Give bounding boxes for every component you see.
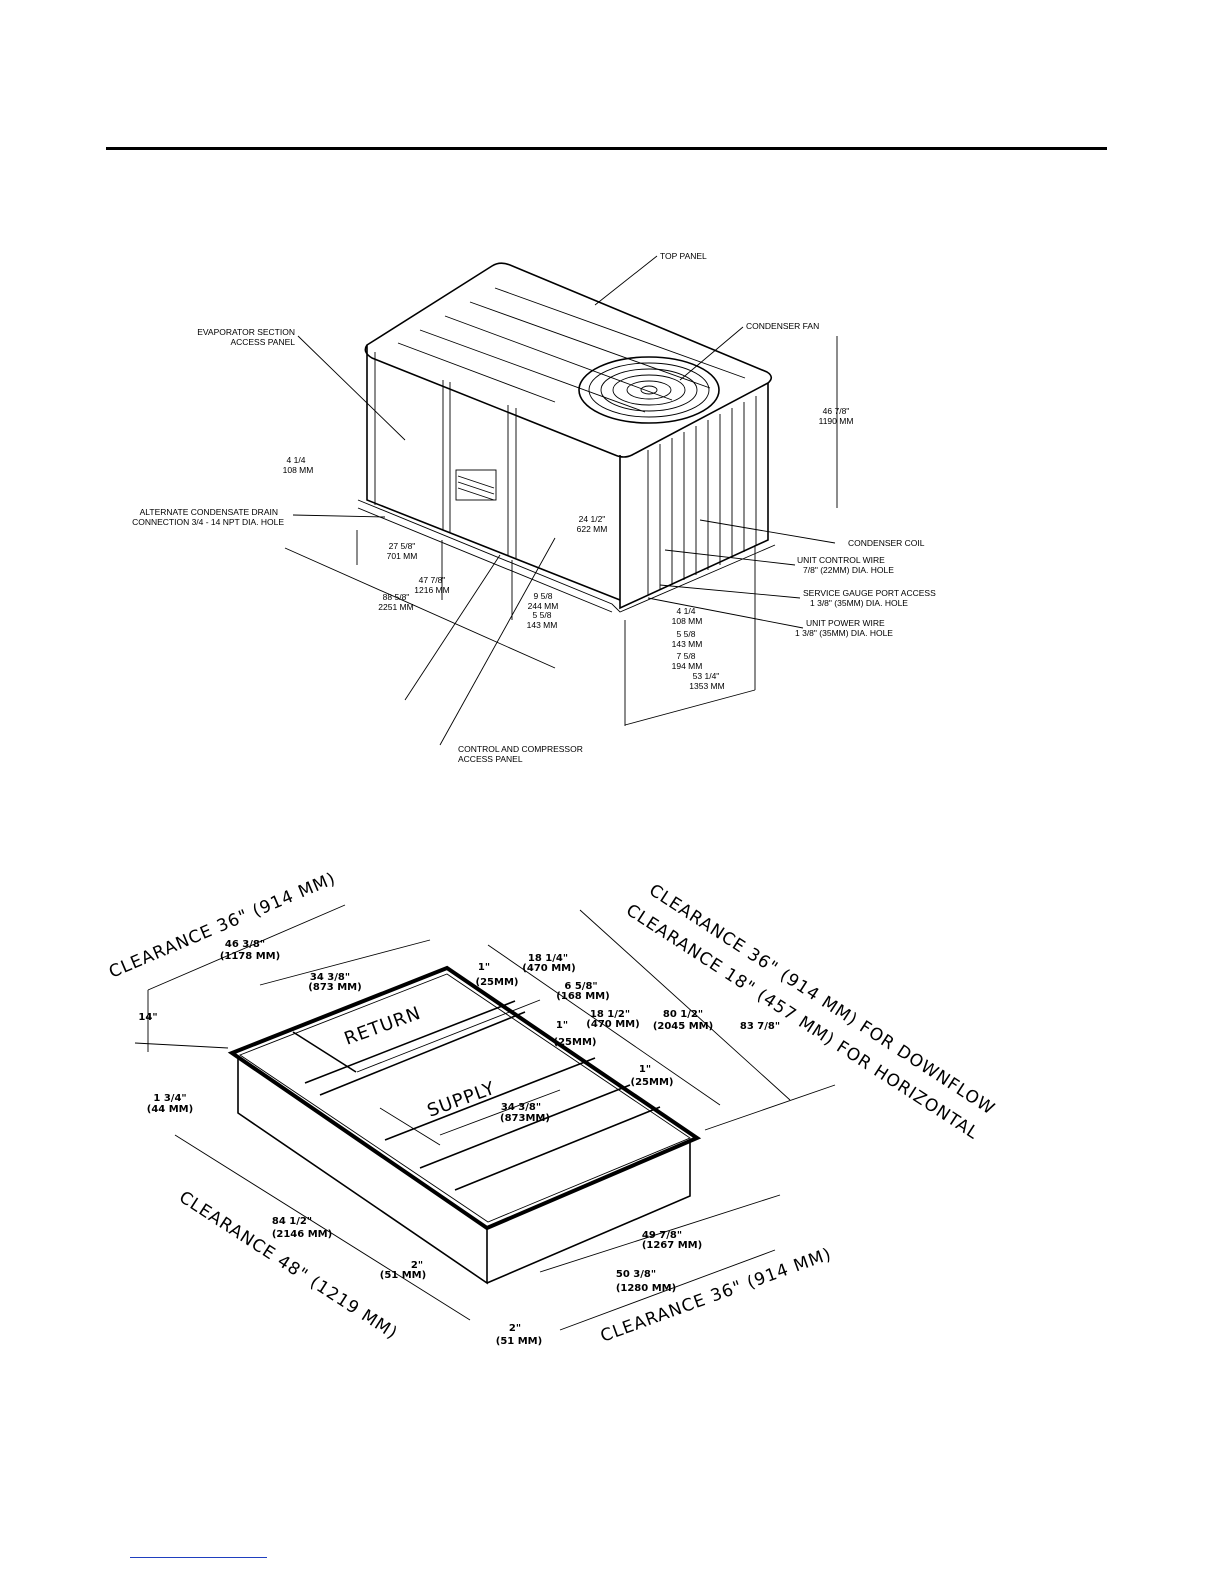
label-top-panel: TOP PANEL: [660, 251, 707, 261]
label-evap-2: ACCESS PANEL: [230, 337, 295, 347]
dim-5a-mm: 143 MM: [527, 620, 558, 630]
curb-1a-in: 1": [478, 962, 490, 973]
curb-dim-lines: [134, 904, 836, 1331]
label-gauge-1: SERVICE GAUGE PORT ACCESS: [803, 588, 936, 598]
dim-47-mm: 1216 MM: [414, 585, 449, 595]
condenser-fan-grille: [578, 356, 720, 424]
front-face-edge: [366, 345, 621, 601]
curb-34a-in: 34 3/8": [310, 972, 350, 983]
label-condenser-fan: CONDENSER FAN: [746, 321, 819, 331]
curb-18-12-in: 18 1/2": [590, 1009, 630, 1020]
curb-46-in: 46 3/8": [225, 939, 265, 950]
curb-34b-in: 34 3/8": [501, 1102, 541, 1113]
curb-1b-in: 1": [556, 1020, 568, 1031]
curb-49-in: 49 7/8": [642, 1230, 682, 1241]
curb-80-in: 80 1/2": [663, 1009, 703, 1020]
curb-46-mm: (1178 MM): [220, 951, 280, 962]
curb-1b-mm: (25MM): [554, 1037, 597, 1048]
right-face-edge: [619, 383, 769, 610]
label-alt-drain-1: ALTERNATE CONDENSATE DRAIN: [140, 507, 278, 517]
front-louvers: [455, 469, 497, 501]
leader-lines: [284, 255, 838, 746]
curb-1a-mm: (25MM): [476, 977, 519, 988]
curb-cross-members: [292, 999, 661, 1191]
curb-2b-in: 2": [509, 1323, 521, 1334]
dim-27-in: 27 5/8": [389, 541, 416, 551]
label-alt-drain-2: CONNECTION 3/4 - 14 NPT DIA. HOLE: [132, 517, 284, 527]
curb-83: 83 7/8": [740, 1021, 780, 1032]
dim-24-mm: 622 MM: [577, 524, 608, 534]
dim-height-in: 46 7/8": [823, 406, 850, 416]
dim-4b-in: 4 1/4: [677, 606, 696, 616]
curb-34a-mm: (873 MM): [308, 982, 361, 993]
label-gauge-2: 1 3/8" (35MM) DIA. HOLE: [810, 598, 908, 608]
clearance-right-downflow: CLEARANCE 36" (914 MM) FOR DOWNFLOW: [645, 880, 998, 1119]
curb-50-in: 50 3/8": [616, 1269, 656, 1280]
label-evap-1: EVAPORATOR SECTION: [197, 327, 295, 337]
curb-50-mm: (1280 MM): [616, 1283, 676, 1294]
dim-27-mm: 701 MM: [387, 551, 418, 561]
clearance-left-top: CLEARANCE 36" (914 MM): [106, 869, 339, 983]
dim-5b-mm: 143 MM: [672, 639, 703, 649]
curb-1c-in: 1": [639, 1064, 651, 1075]
curb-18-14-mm: (470 MM): [522, 963, 575, 974]
curb-front-wall: [486, 1140, 691, 1284]
unit-isometric-drawing: TOP PANEL CONDENSER FAN EVAPORATOR SECTI…: [132, 251, 936, 764]
curb-14: 14": [138, 1012, 157, 1023]
top-panel-ribs: [397, 287, 746, 413]
dim-7-mm: 194 MM: [672, 661, 703, 671]
curb-1-34-in: 1 3/4": [153, 1093, 186, 1104]
dim-base-in: 4 1/4: [287, 455, 306, 465]
label-control-panel-1: CONTROL AND COMPRESSOR: [458, 744, 583, 754]
dim-88-in: 88 5/8": [383, 592, 410, 602]
dim-5b-in: 5 5/8: [677, 629, 696, 639]
clearance-left-bottom: CLEARANCE 48" (1219 MM): [175, 1187, 401, 1343]
clearance-bottom-right: CLEARANCE 36" (914 MM): [598, 1244, 835, 1346]
base-rail-lower: [357, 507, 613, 613]
dim-47-in: 47 7/8": [419, 575, 446, 585]
label-control-wire-1: UNIT CONTROL WIRE: [797, 555, 885, 565]
top-panel-outline: [364, 262, 773, 458]
curb-1-34-mm: (44 MM): [147, 1104, 193, 1115]
curb-1c-mm: (25MM): [631, 1077, 674, 1088]
curb-18-14-in: 18 1/4": [528, 953, 568, 964]
label-supply: SUPPLY: [425, 1078, 499, 1122]
dim-7-in: 7 5/8: [677, 651, 696, 661]
header-rule: [106, 147, 1107, 150]
label-control-wire-2: 7/8" (22MM) DIA. HOLE: [803, 565, 894, 575]
label-condenser-coil: CONDENSER COIL: [848, 538, 925, 548]
label-return: RETURN: [342, 1003, 424, 1050]
dim-9-mm: 244 MM: [528, 601, 559, 611]
curb-49-mm: (1267 MM): [642, 1240, 702, 1251]
condenser-coil-fins: [647, 396, 757, 595]
curb-84-in: 84 1/2": [272, 1216, 312, 1227]
curb-84-mm: (2146 MM): [272, 1229, 332, 1240]
dim-53-mm: 1353 MM: [689, 681, 724, 691]
dim-height-mm: 1190 MM: [819, 416, 854, 426]
dim-5a-in: 5 5/8: [533, 610, 552, 620]
dim-53-in: 53 1/4": [693, 671, 720, 681]
label-power-2: 1 3/8" (35MM) DIA. HOLE: [795, 628, 893, 638]
dim-9-in: 9 5/8: [534, 591, 553, 601]
dim-24-in: 24 1/2": [579, 514, 606, 524]
curb-2a-in: 2": [411, 1260, 423, 1271]
base-rail: [357, 499, 776, 613]
curb-80-mm: (2045 MM): [653, 1021, 713, 1032]
label-power-1: UNIT POWER WIRE: [806, 618, 885, 628]
dim-88-mm: 2251 MM: [378, 602, 413, 612]
curb-2a-mm: (51 MM): [380, 1270, 426, 1281]
curb-2b-mm: (51 MM): [496, 1336, 542, 1347]
roof-curb-drawing: CLEARANCE 36" (914 MM) CLEARANCE 36" (91…: [106, 869, 998, 1347]
curb-18-12-mm: (470 MM): [586, 1019, 639, 1030]
dim-4b-mm: 108 MM: [672, 616, 703, 626]
curb-left-wall: [237, 1058, 488, 1285]
curb-top-frame: [227, 965, 702, 1231]
curb-34b-mm: (873MM): [500, 1113, 550, 1124]
footer-link-underline[interactable]: [130, 1557, 267, 1558]
curb-6-in: 6 5/8": [564, 981, 597, 992]
label-control-panel-2: ACCESS PANEL: [458, 754, 523, 764]
dim-base-mm: 108 MM: [283, 465, 314, 475]
curb-6-mm: (168 MM): [556, 991, 609, 1002]
